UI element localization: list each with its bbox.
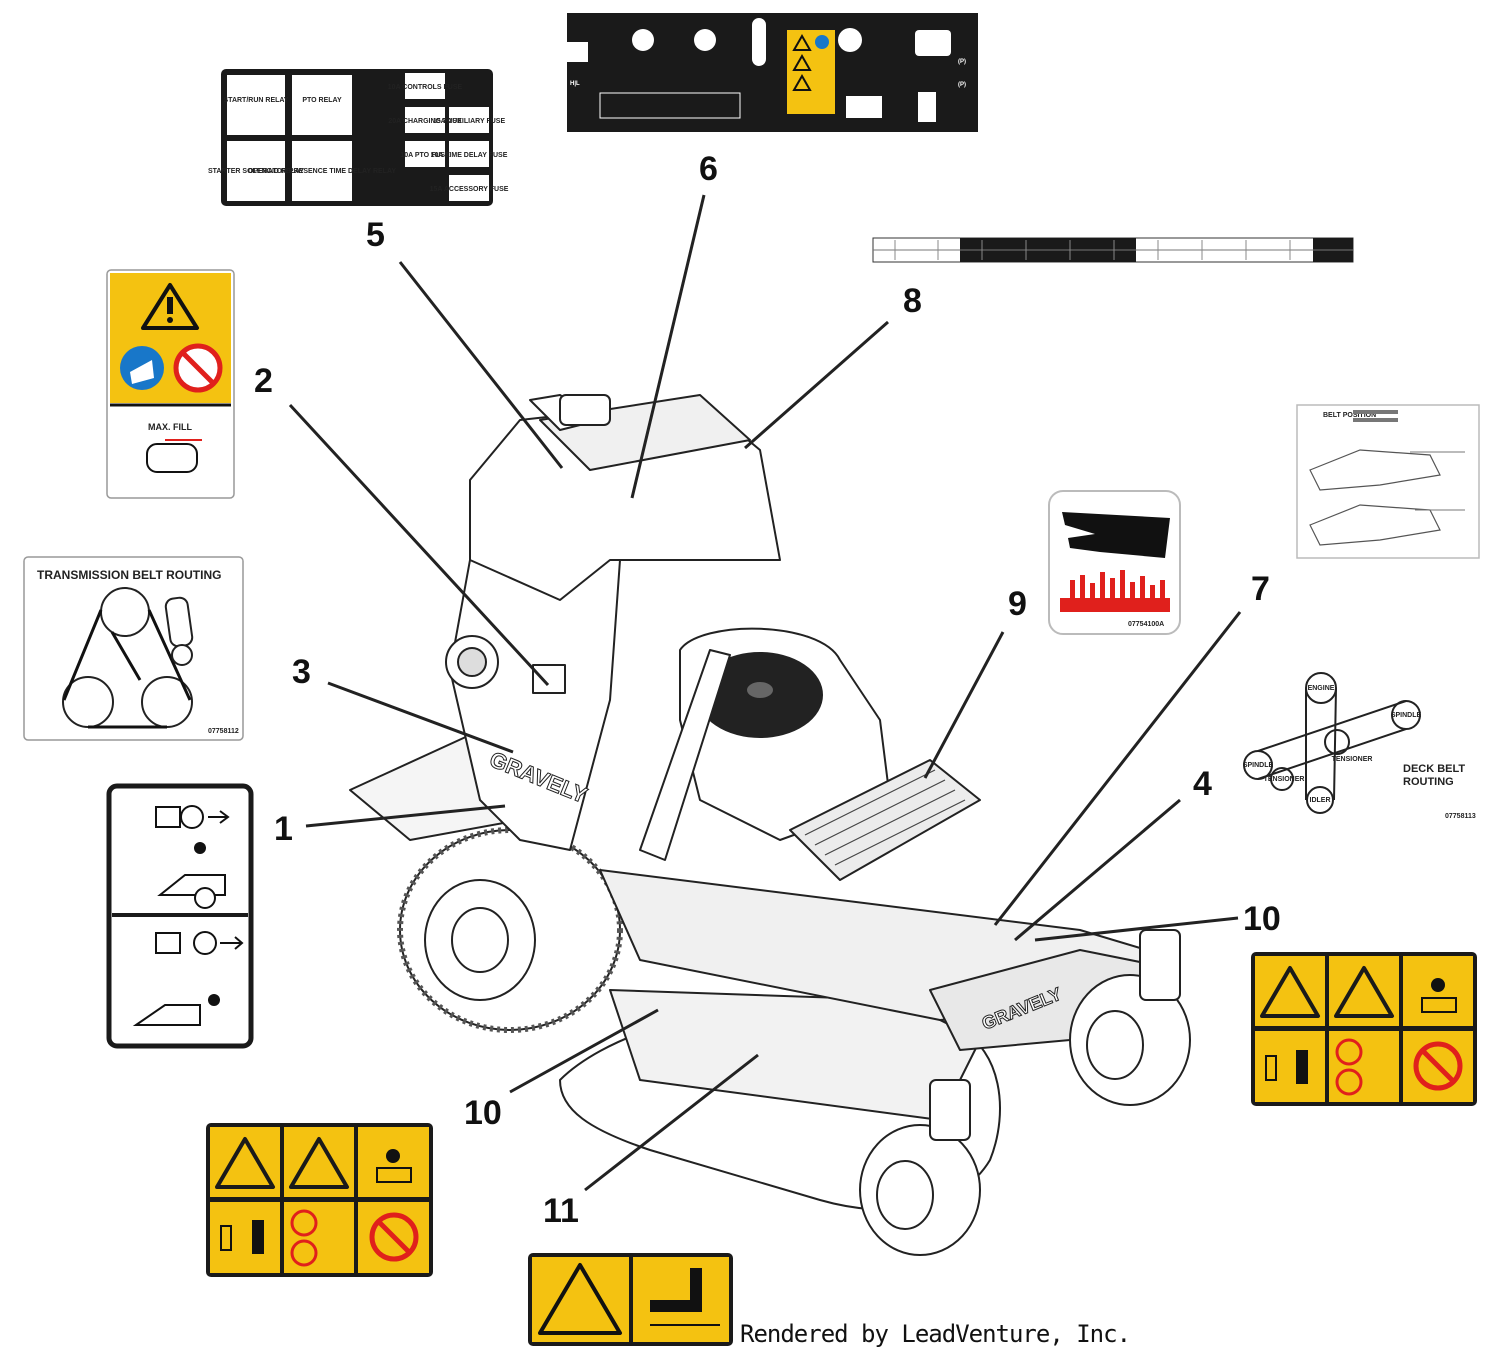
svg-text:H|L: H|L [570, 81, 580, 87]
svg-text:(P): (P) [958, 82, 966, 88]
relay-cell-3: STARTER SOLENOID RELAY [208, 168, 304, 175]
safety-decal-right [1251, 952, 1477, 1106]
callout-5: 5 [366, 216, 385, 254]
deck-belt-part-no: 07758113 [1445, 813, 1476, 820]
svg-text:(P): (P) [958, 59, 966, 65]
callout-6: 6 [699, 150, 718, 188]
callout-7: 7 [1251, 570, 1270, 608]
belt-position-title: BELT POSITION [1323, 412, 1376, 419]
transmission-part-no: 07758112 [208, 728, 239, 735]
callout-10-right: 10 [1243, 900, 1281, 938]
callout-1: 1 [274, 810, 293, 848]
belt-position-decal: BELT POSITION [1296, 404, 1480, 559]
height-strip-decal [872, 237, 1354, 263]
pulley-engine: ENGINE [1308, 685, 1335, 692]
max-fill-label: MAX. FILL [148, 422, 192, 432]
hand-hazard-decal: 07754100A [1048, 490, 1181, 635]
safety-decal-left [206, 1123, 433, 1277]
relay-fuse-decal: START/RUN RELAY PTO RELAY STARTER SOLENO… [208, 69, 509, 206]
relay-cell-1: START/RUN RELAY [224, 97, 289, 104]
mower-illustration [349, 394, 1191, 1256]
transmission-belt-decal: TRANSMISSION BELT ROUTING 07758112 [23, 556, 244, 741]
relay-cell-4: OPERATOR PRESENCE TIME DELAY RELAY [248, 168, 396, 175]
svg-text:PTO RELAY: PTO RELAY [302, 97, 342, 104]
fuel-warning-decal: MAX. FILL [106, 269, 235, 499]
svg-text:STARTER SOLENOID RELAY: STARTER SOLENOID RELAY [208, 168, 304, 175]
render-credit: Rendered by LeadVenture, Inc. [740, 1320, 1131, 1348]
fuse-5: 10A TIME DELAY FUSE [431, 152, 508, 159]
pulley-spindle-right: SPINDLE [1391, 712, 1422, 719]
deck-belt-title-2: ROUTING [1403, 776, 1454, 788]
callout-2: 2 [254, 362, 273, 400]
callout-3: 3 [292, 653, 311, 691]
callout-numbers: 1 2 3 4 5 6 7 8 9 10 10 11 [254, 150, 1281, 1230]
relay-cell-2: PTO RELAY [302, 97, 342, 104]
svg-text:OPERATOR PRESENCE TIME DELAY R: OPERATOR PRESENCE TIME DELAY RELAY [248, 168, 396, 175]
fuse-1: 10A CONTROLS FUSE [388, 84, 463, 91]
callout-10-left: 10 [464, 1094, 502, 1132]
callout-11: 11 [543, 1192, 579, 1230]
fuse-6: 15A ACCESSORY FUSE [430, 186, 509, 193]
deck-belt-routing-decal: ENGINE SPINDLE SPINDLE TENSIONER TENSION… [1243, 672, 1476, 820]
discharge-decal [528, 1253, 733, 1346]
pulley-tensioner-2: TENSIONER [1264, 776, 1305, 783]
operator-presence-decal [106, 783, 254, 1049]
leader-lines [288, 194, 1242, 1192]
deck-belt-title-1: DECK BELT [1403, 763, 1465, 775]
pulley-idler: IDLER [1310, 797, 1331, 804]
fuse-3: 15A AUXILIARY FUSE [433, 118, 506, 125]
fuse-4: 10A PTO FUSE [400, 152, 450, 159]
hand-decal-part-no: 07754100A [1128, 621, 1164, 628]
fuse-2: 20A CHARGING FUSE [388, 118, 462, 125]
control-panel-decal: (P) (P) H|L [567, 13, 978, 132]
callout-8: 8 [903, 282, 922, 320]
callout-9: 9 [1008, 585, 1027, 623]
pulley-spindle-left: SPINDLE [1243, 762, 1274, 769]
transmission-title: TRANSMISSION BELT ROUTING [37, 568, 221, 582]
callout-4: 4 [1193, 765, 1212, 803]
pulley-tensioner: TENSIONER [1332, 756, 1373, 763]
svg-text:START/RUN RELAY: START/RUN RELAY [224, 97, 289, 104]
